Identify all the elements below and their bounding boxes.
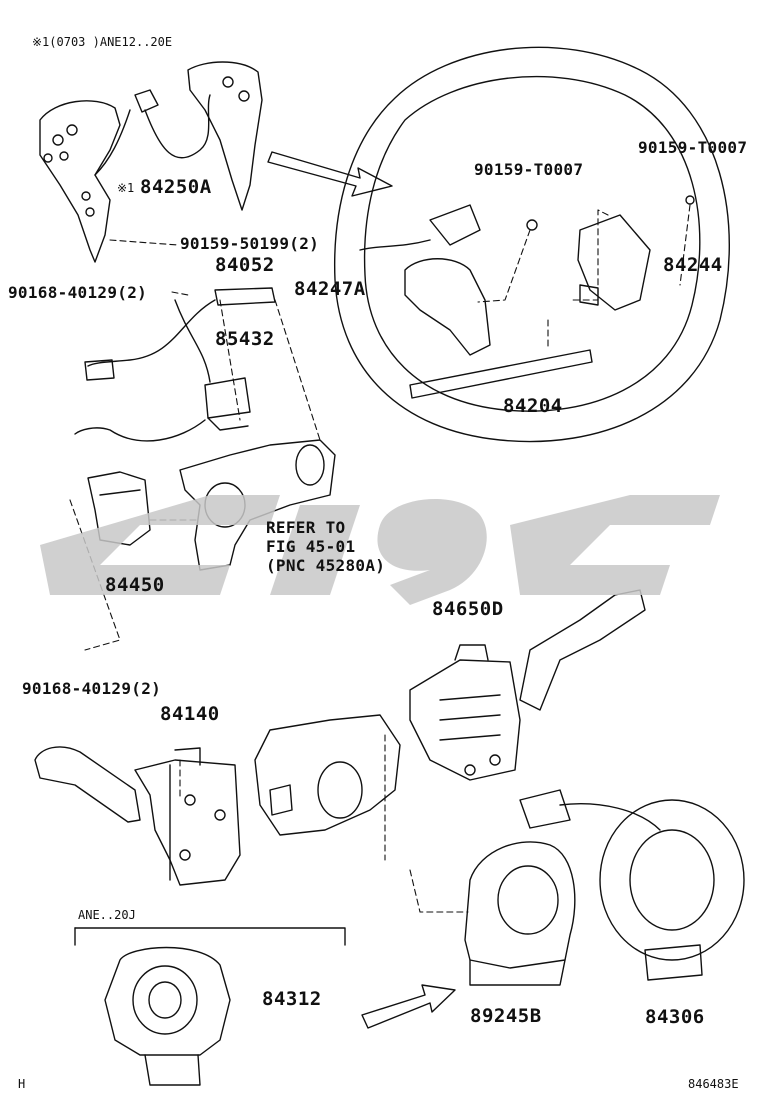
top-note: ※1(0703 )ANE12..20E: [32, 35, 173, 49]
label-90159-T0007-b[interactable]: 90159-T0007: [638, 138, 748, 157]
switch-84650D: [409, 589, 646, 781]
figure-id: 846483E: [688, 1077, 739, 1091]
spiral-cable-89245B: [464, 841, 576, 986]
label-90159-50199[interactable]: 90159-50199(2): [180, 234, 320, 253]
label-84140[interactable]: 84140: [160, 703, 220, 725]
refer-to-line2[interactable]: FIG 45-01: [266, 537, 356, 556]
watermark-logo: [40, 495, 720, 605]
refer-to-line3: (PNC 45280A): [266, 556, 386, 575]
harness-84052-85432: [74, 287, 276, 442]
steering-wheel: [333, 46, 730, 443]
arrow-bottom: [361, 984, 456, 1029]
label-90168-40129-bot[interactable]: 90168-40129(2): [22, 679, 162, 698]
switch-84250A: [39, 61, 263, 263]
spiral-cable-84306: [519, 789, 745, 981]
label-84312[interactable]: 84312: [262, 988, 322, 1010]
label-89245B[interactable]: 89245B: [470, 1005, 542, 1027]
label-84247A[interactable]: 84247A: [294, 278, 366, 300]
bottom-left-mark: H: [18, 1077, 26, 1091]
label-84250A[interactable]: 84250A: [140, 176, 212, 198]
label-90159-T0007-a[interactable]: 90159-T0007: [474, 160, 584, 179]
label-84204[interactable]: 84204: [503, 395, 563, 417]
label-84450[interactable]: 84450: [105, 574, 165, 596]
arrow-top: [267, 151, 393, 197]
marker-1: ※1: [117, 181, 135, 195]
switch-84140: [34, 746, 241, 886]
center-bracket: [254, 714, 401, 836]
label-84306[interactable]: 84306: [645, 1006, 705, 1028]
label-90168-40129-top[interactable]: 90168-40129(2): [8, 283, 148, 302]
wheel-switches: [359, 195, 695, 399]
label-84650D[interactable]: 84650D: [432, 598, 504, 620]
section-ane20j: ANE..20J: [78, 908, 136, 922]
sensor-84312: [74, 927, 346, 1086]
refer-to-line1: REFER TO: [266, 518, 346, 537]
label-84052[interactable]: 84052: [215, 254, 275, 276]
label-85432[interactable]: 85432: [215, 328, 275, 350]
label-84244[interactable]: 84244: [663, 254, 723, 276]
